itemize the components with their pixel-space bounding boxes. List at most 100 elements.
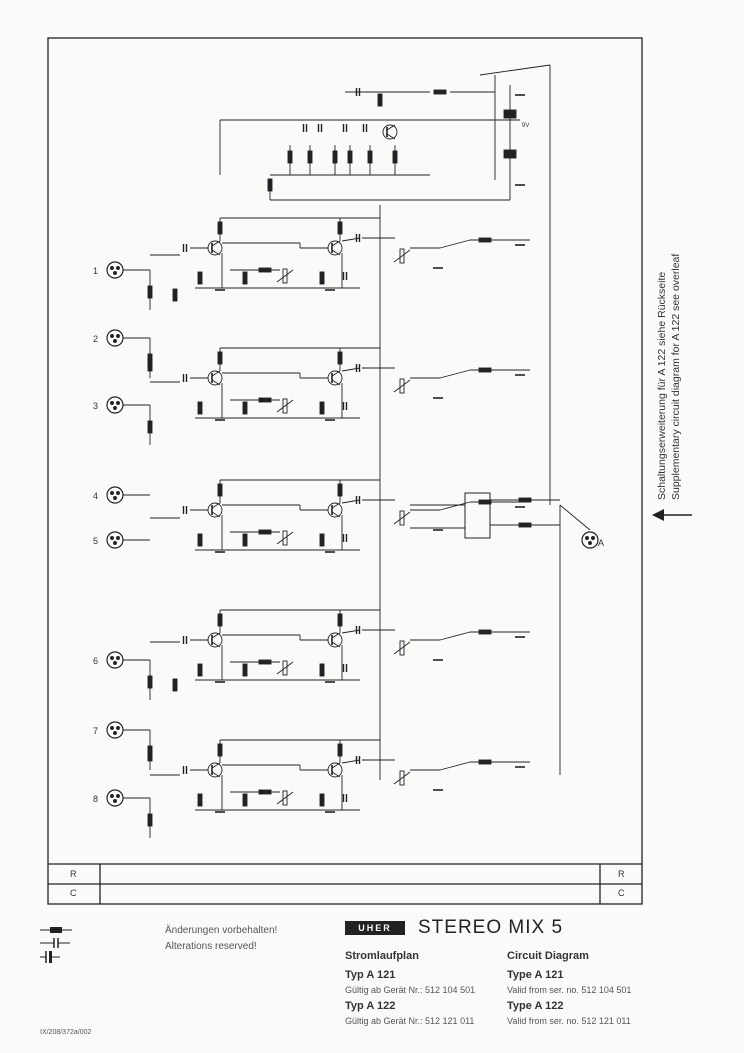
potentiometer-icon <box>393 641 411 655</box>
battery-label: 9V <box>522 123 530 129</box>
potentiometer-icon <box>282 790 288 806</box>
input-jack-icon <box>113 731 117 735</box>
resistor-icon <box>197 663 203 677</box>
input-jack-icon <box>106 651 124 669</box>
input-jack-icon <box>110 491 114 495</box>
transistor-icon <box>211 379 221 386</box>
resistor-icon <box>258 397 272 403</box>
transistor-icon <box>211 632 221 639</box>
potentiometer-icon <box>393 379 411 393</box>
input-jack-icon <box>110 794 114 798</box>
diode-icon <box>503 149 517 159</box>
resistor-icon <box>478 759 492 765</box>
transistor-icon <box>211 771 221 778</box>
resistor-icon <box>217 743 223 757</box>
potentiometer-icon <box>399 248 405 264</box>
transistor-icon <box>211 762 221 769</box>
transistor-icon <box>382 124 398 140</box>
resistor-icon <box>258 789 272 795</box>
transistor-icon <box>211 641 221 648</box>
transistor-icon <box>327 370 343 386</box>
valid-a121-en: Valid from ser. no. 512 104 501 <box>507 985 632 995</box>
resistor-icon <box>258 659 272 665</box>
input-jack-icon <box>113 271 117 275</box>
resistor-icon <box>172 288 178 302</box>
potentiometer-icon <box>276 399 294 413</box>
type-a122-en: Type A 122 <box>507 1000 564 1012</box>
input-jack-icon <box>110 401 114 405</box>
input-number-5: 5 <box>93 536 99 546</box>
input-jack-icon <box>106 396 124 414</box>
resistor-icon <box>392 150 398 164</box>
resistor-icon <box>197 533 203 547</box>
transistor-icon <box>207 502 223 518</box>
input-jack-icon <box>110 334 114 338</box>
output-module <box>464 492 491 539</box>
typ-a121-de: Typ A 121 <box>345 969 396 981</box>
arrow-icon <box>652 509 692 521</box>
valid-a121-de: Gültig ab Gerät Nr.: 512 104 501 <box>345 985 476 995</box>
transistor-icon <box>331 502 341 509</box>
c-row-label-left: C <box>70 888 77 898</box>
r-row-label-left: R <box>70 869 77 879</box>
transistor-icon <box>207 632 223 648</box>
transistor-icon <box>331 379 341 386</box>
resistor-icon <box>197 793 203 807</box>
legend-pot-symbol <box>40 925 80 935</box>
legend-capacitor-symbol <box>40 938 80 948</box>
transistor-icon <box>211 511 221 518</box>
resistor-icon <box>319 271 325 285</box>
resistor-icon <box>433 89 447 95</box>
transistor-icon <box>331 249 341 256</box>
transistor-icon <box>327 502 343 518</box>
resistor-icon <box>377 93 383 107</box>
typ-a122-de: Typ A 122 <box>345 1000 396 1012</box>
resistor-icon <box>478 629 492 635</box>
resistor-icon <box>242 401 248 415</box>
transistor-icon <box>331 641 341 648</box>
resistor-icon <box>337 351 343 365</box>
input-jack-icon <box>116 266 120 270</box>
transistor-icon <box>207 762 223 778</box>
input-jack-icon <box>588 541 592 545</box>
input-number-2: 2 <box>93 334 99 344</box>
resistor-icon <box>332 150 338 164</box>
resistor-icon <box>197 401 203 415</box>
resistor-icon <box>242 793 248 807</box>
resistor-icon <box>147 285 153 299</box>
diagram-title: STEREO MIX 5 <box>418 917 564 938</box>
potentiometer-icon <box>282 398 288 414</box>
input-number-1: 1 <box>93 266 99 276</box>
resistor-icon <box>337 483 343 497</box>
circuit-diagram-heading: Circuit Diagram <box>507 950 589 962</box>
legend-electrolytic-symbol <box>40 951 80 963</box>
wire <box>341 499 361 504</box>
potentiometer-icon <box>393 771 411 785</box>
transistor-icon <box>331 240 341 247</box>
capacitor-icon <box>40 938 70 948</box>
resistor-icon <box>147 420 153 434</box>
resistor-icon <box>172 678 178 692</box>
transistor-icon <box>331 511 341 518</box>
wire <box>439 369 471 379</box>
resistor-icon <box>258 267 272 273</box>
resistor-icon <box>337 221 343 235</box>
input-jack-icon <box>110 266 114 270</box>
input-number-6: 6 <box>93 656 99 666</box>
wire <box>439 631 471 641</box>
resistor-icon <box>147 358 153 372</box>
valid-a122-en: Valid from ser. no. 512 121 011 <box>507 1016 631 1026</box>
changes-de: Änderungen vorbehalten! <box>165 925 278 936</box>
potentiometer-icon <box>282 268 288 284</box>
transistor-icon <box>211 249 221 256</box>
resistor-icon <box>478 237 492 243</box>
potentiometer-icon <box>282 660 288 676</box>
input-jack-icon <box>113 661 117 665</box>
r-row-label-right: R <box>618 869 625 879</box>
transistor-icon <box>331 632 341 639</box>
transistor-icon <box>331 370 341 377</box>
potentiometer-icon <box>276 531 294 545</box>
resistor-icon <box>242 663 248 677</box>
transistor-icon <box>331 771 341 778</box>
